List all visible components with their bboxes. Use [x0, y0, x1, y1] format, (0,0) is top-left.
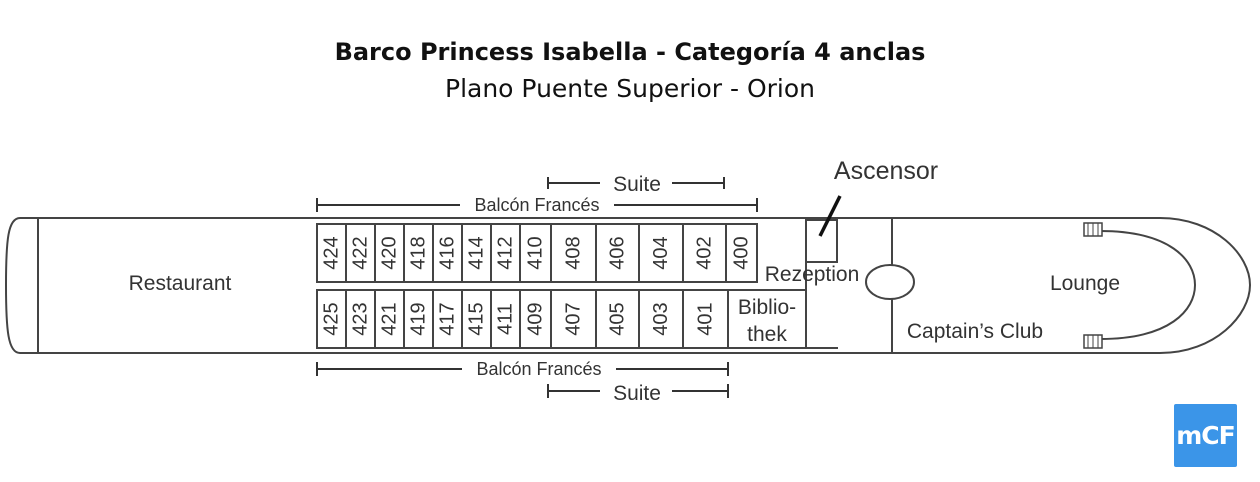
- cabin-box: [461, 223, 492, 283]
- bow-stair-top: [1083, 222, 1103, 237]
- cabin-number: 414: [466, 236, 488, 269]
- cabin-number: 400: [731, 236, 753, 269]
- cabin-box: [638, 289, 684, 349]
- cabin-number: 411: [495, 303, 517, 335]
- elevator-box: [805, 219, 838, 263]
- cabin-box: [490, 289, 521, 349]
- cabin-number: 425: [321, 302, 343, 335]
- cabin-number: 408: [563, 236, 585, 269]
- cabin-number: 402: [694, 236, 716, 269]
- cabin-number: 403: [650, 302, 672, 335]
- mcf-logo: mCF: [1174, 404, 1237, 467]
- cabin-number: 410: [525, 236, 547, 269]
- cabin-box: [725, 223, 758, 283]
- suite-top-label: Suite: [613, 173, 661, 196]
- cabin-number: 416: [437, 236, 459, 269]
- cabin-number: 420: [379, 236, 401, 269]
- cabin-number: 415: [466, 302, 488, 335]
- cabin-number: 409: [525, 302, 547, 335]
- cabin-box: [490, 223, 521, 283]
- ascensor-label: Ascensor: [834, 157, 938, 185]
- lounge-label: Lounge: [1050, 272, 1120, 295]
- restaurant-label: Restaurant: [129, 272, 232, 295]
- cabin-box: [403, 223, 434, 283]
- cabin-box: [595, 289, 640, 349]
- cabin-box: [374, 223, 405, 283]
- cabin-box: [461, 289, 492, 349]
- balcon-bottom-dimension: [316, 362, 729, 376]
- cabin-box: [345, 289, 376, 349]
- cabin-number: 401: [695, 302, 717, 335]
- cabin-number: 405: [607, 302, 629, 335]
- balcon-top-dimension: [316, 198, 758, 212]
- cabin-number: 421: [379, 302, 401, 335]
- cabin-number: 424: [321, 236, 343, 269]
- cabin-number: 404: [650, 236, 672, 269]
- lounge-bow-curve: [1099, 230, 1197, 340]
- page-title: Barco Princess Isabella - Categoría 4 an…: [334, 38, 926, 66]
- cabin-box: [550, 289, 597, 349]
- stairwell-ellipse: [865, 264, 915, 300]
- bibliothek-label-2: thek: [747, 323, 787, 346]
- bibliothek-label-1: Biblio-: [738, 296, 796, 319]
- captains-club-label: Captain’s Club: [907, 320, 1043, 343]
- cabin-number: 422: [350, 236, 372, 269]
- rezeption-label: Rezeption: [765, 263, 860, 286]
- ship-hull: [4, 217, 1252, 354]
- cabins-top-row: 424 422 420 418 416 414 412 410 408 406 404 402 400: [316, 223, 758, 283]
- suite-top-dimension: [547, 177, 725, 189]
- cabin-box: [519, 223, 552, 283]
- cabins-bottom-row: 425 423 421 419 417 415 411 409 407 405 403 401: [316, 289, 729, 349]
- elevator-pointer: [818, 195, 842, 237]
- cabin-number: 418: [408, 236, 430, 269]
- bow-stair-bottom: [1083, 334, 1103, 349]
- balcon-bottom-label: Balcón Francés: [476, 359, 601, 379]
- cabin-number: 412: [495, 236, 517, 269]
- cabin-number: 417: [437, 302, 459, 335]
- cabin-number: 406: [607, 236, 629, 269]
- page-subtitle: Plano Puente Superior - Orion: [445, 74, 815, 103]
- suite-bottom-label: Suite: [613, 382, 661, 405]
- cabin-number: 407: [563, 302, 585, 335]
- cabin-number: 419: [408, 302, 430, 335]
- cabin-box: [595, 223, 640, 283]
- cabin-box: [316, 223, 347, 283]
- cabin-box: [345, 223, 376, 283]
- cabin-number: 423: [350, 302, 372, 335]
- suite-bottom-dimension: [547, 384, 729, 398]
- balcon-top-label: Balcón Francés: [474, 195, 599, 215]
